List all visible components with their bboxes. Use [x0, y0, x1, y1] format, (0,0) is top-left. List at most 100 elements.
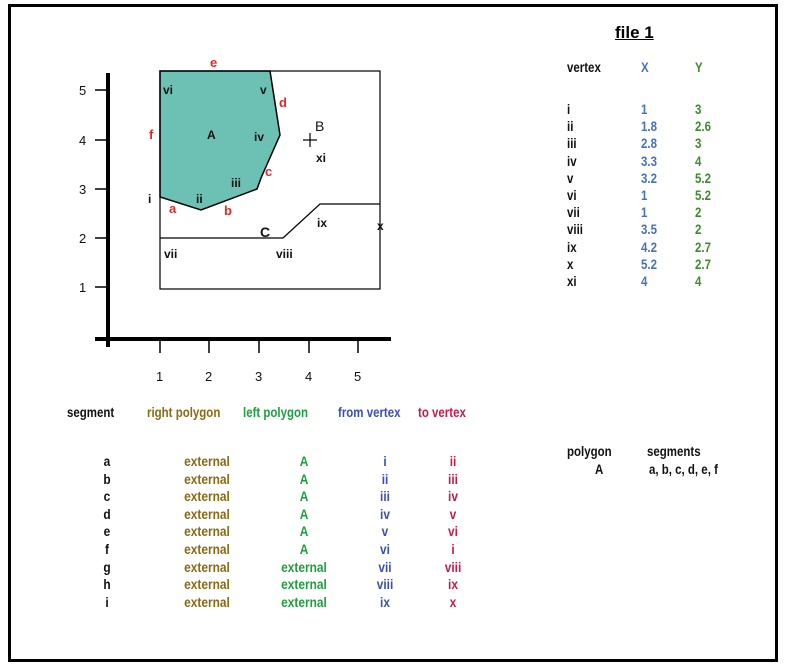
point-b-label: B	[315, 118, 324, 134]
segment-cell: f	[105, 541, 109, 557]
file-vertex-cell: vii	[567, 204, 580, 221]
x-tick-label-2: 2	[205, 369, 212, 384]
file-y-cell: 2.7	[695, 255, 711, 272]
segment-cell: e	[103, 523, 111, 540]
x-tick-label-4: 4	[305, 369, 312, 384]
header-to-vertex: to vertex	[418, 404, 466, 420]
vertex-label-viii: viii	[276, 247, 293, 261]
file-x-cell: 3.5	[641, 221, 657, 238]
file-vertex-cell: i	[567, 101, 571, 117]
left-polygon-cell: A	[299, 453, 309, 469]
segment-table-header: segment right polygon left polygon from …	[67, 404, 547, 424]
file-vertex-cell: x	[567, 255, 574, 272]
file-y-cell: 2.6	[695, 118, 711, 135]
file-x-cell: 3.3	[641, 152, 657, 169]
coordinate-diagram: 5 4 3 2 1 1 2 3 4 5 A B C i ii iii iv v …	[79, 55, 391, 384]
right-polygon-cell: external	[184, 541, 230, 557]
right-polygon-cell: external	[184, 576, 230, 593]
polygon-label-a: A	[207, 128, 216, 142]
right-polygon-cell: external	[184, 593, 230, 610]
file-table-header-x: X	[641, 59, 649, 75]
file-y-cell: 2	[695, 221, 702, 238]
from-vertex-cell: ix	[380, 593, 390, 610]
segment-label-f: f	[149, 127, 154, 142]
from-vertex-cell: viii	[376, 576, 394, 593]
file-vertex-cell: viii	[567, 221, 583, 238]
left-polygon-cell: A	[299, 488, 309, 505]
segment-cell: d	[103, 505, 111, 522]
right-polygon-cell: external	[184, 488, 230, 505]
file-vertex-cell: iv	[567, 152, 577, 169]
left-polygon-cell: external	[281, 558, 327, 575]
segments-header: segments	[647, 443, 701, 459]
segment-label-e: e	[210, 55, 217, 70]
file-y-cell: 2	[695, 204, 702, 221]
file-table-header-vertex: vertex	[567, 59, 601, 75]
file-vertex-cell: iii	[567, 135, 577, 152]
to-vertex-cell: ix	[448, 576, 458, 593]
right-polygon-cell: external	[184, 505, 230, 522]
file-vertex-cell: ii	[567, 118, 574, 135]
segment-label-b: b	[224, 203, 232, 218]
file-y-cell: 5.2	[695, 169, 711, 186]
file-y-cell: 3	[695, 101, 702, 117]
file-y-cell: 5.2	[695, 187, 711, 203]
left-polygon-cell: external	[281, 593, 327, 610]
vertex-label-vi: vi	[163, 83, 173, 97]
header-left-polygon: left polygon	[243, 404, 309, 420]
file-table-title: file 1	[615, 23, 654, 42]
to-vertex-cell: v	[449, 505, 457, 522]
to-vertex-cell: iii	[448, 470, 458, 487]
line-vii-viii-ix-x	[160, 203, 380, 239]
y-tick-label-2: 2	[79, 231, 86, 246]
to-vertex-cell: vi	[448, 523, 458, 540]
from-vertex-cell: ii	[381, 470, 389, 487]
x-tick-label-5: 5	[354, 369, 361, 384]
polygon-header: polygon	[567, 443, 612, 459]
segment-cell: g	[103, 558, 111, 575]
file-x-cell: 1	[641, 101, 648, 117]
to-vertex-cell: iv	[448, 488, 458, 505]
file-x-cell: 3.2	[641, 169, 657, 186]
from-vertex-cell: iv	[380, 505, 390, 522]
vertex-label-ii: ii	[196, 192, 203, 206]
bounding-rectangle	[159, 70, 381, 290]
left-polygon-cell: A	[299, 541, 309, 557]
to-vertex-cell: ii	[449, 453, 457, 469]
file-x-cell: 2.8	[641, 135, 657, 152]
left-polygon-cell: A	[299, 470, 309, 487]
from-vertex-cell: v	[381, 523, 389, 540]
file-y-cell: 4	[695, 152, 702, 169]
file-table-header-y: Y	[695, 59, 703, 75]
file-x-cell: 4.2	[641, 238, 657, 255]
right-polygon-cell: external	[184, 453, 230, 469]
segment-label-a: a	[169, 201, 177, 216]
right-polygon-cell: external	[184, 470, 230, 487]
file-y-cell: 4	[695, 273, 702, 289]
vertex-label-iii: iii	[231, 176, 241, 190]
left-polygon-cell: external	[281, 576, 327, 593]
segment-cell: c	[103, 488, 111, 505]
from-vertex-cell: i	[383, 453, 387, 469]
left-polygon-cell: A	[299, 523, 309, 540]
to-vertex-cell: x	[449, 593, 457, 610]
header-segment: segment	[67, 404, 115, 420]
file-x-cell: 1	[641, 187, 648, 203]
vertex-label-x: x	[377, 219, 384, 233]
right-polygon-cell: external	[184, 558, 230, 575]
segment-cell: h	[103, 576, 111, 593]
vertex-label-vii: vii	[164, 247, 177, 261]
vertex-label-iv: iv	[254, 130, 264, 144]
y-tick-label-4: 4	[79, 133, 86, 148]
right-polygon-cell: external	[184, 523, 230, 540]
header-from-vertex: from vertex	[338, 404, 401, 420]
from-vertex-cell: iii	[380, 488, 390, 505]
to-vertex-cell: viii	[444, 558, 462, 575]
file-y-cell: 2.7	[695, 238, 711, 255]
segment-cell: b	[103, 470, 111, 487]
figure-frame: 5 4 3 2 1 1 2 3 4 5 A B C i ii iii iv v …	[8, 4, 778, 662]
y-tick-label-3: 3	[79, 182, 86, 197]
x-tick-label-3: 3	[255, 369, 262, 384]
file-x-cell: 1.8	[641, 118, 657, 135]
